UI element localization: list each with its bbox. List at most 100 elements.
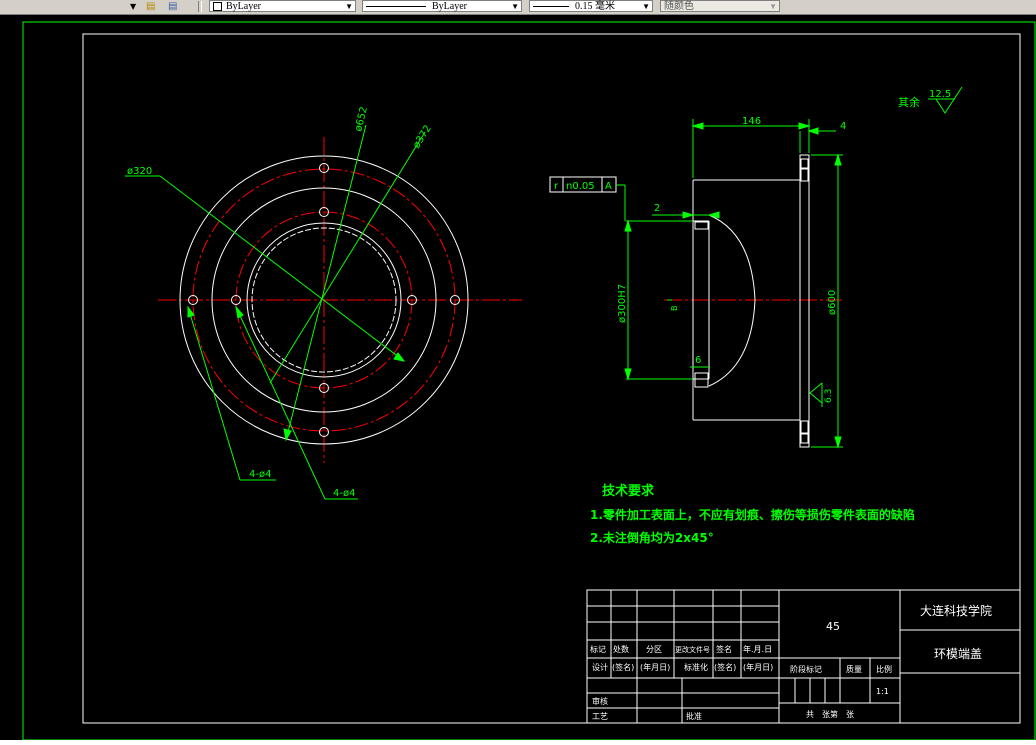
layer-color-value: ByLayer [226, 1, 261, 12]
dim-4: 4 [840, 121, 846, 132]
layer-color-combo[interactable]: ByLayer ▼ [209, 0, 356, 12]
roughness-note-prefix: 其余 [898, 95, 920, 109]
dim-146: 146 [742, 116, 761, 127]
tech-req-line2: 2.未注倒角均为2x45° [590, 530, 714, 545]
front-view: ø320 ø652 ø372 4-ø4 4-ø4 [125, 106, 522, 500]
tb-review: 审核 [592, 696, 608, 706]
flange-plate [799, 154, 810, 448]
tech-req-line1: 1.零件加工表面上，不应有划痕、擦伤等损伤零件表面的缺陷 [590, 507, 915, 522]
arrow-head [707, 211, 720, 219]
arrow-head [691, 122, 704, 130]
dim-holes-a: 4-ø4 [249, 469, 271, 480]
tb-header-zone: 分区 [646, 645, 662, 654]
hole [407, 295, 417, 305]
outer-circle [179, 155, 469, 445]
roughness-note-value: 12.5 [929, 89, 951, 100]
roughness-symbol-6-3 [809, 382, 823, 407]
tb-weight: 质量 [846, 664, 862, 674]
color-swatch-icon [213, 2, 222, 12]
tolerance-datum: A [605, 181, 612, 192]
leader-holes-a [187, 306, 241, 481]
hatch-box [800, 433, 809, 444]
title-block [586, 589, 1021, 724]
arrow-head [798, 122, 811, 130]
hole [319, 207, 329, 217]
dim-2: 2 [654, 203, 660, 214]
command-line[interactable] [0, 740, 1036, 745]
tolerance-symbol: r [554, 181, 559, 192]
tb-row-std: 标准化 [684, 662, 708, 672]
drawing-canvas[interactable]: ø320 ø652 ø372 4-ø4 4-ø4 [0, 15, 1036, 741]
plotstyle-value: 随颜色 [664, 1, 694, 12]
dim-d300h7: ø300H7 [617, 284, 628, 323]
lineweight-combo[interactable]: 0.15 毫米 ▼ [529, 0, 653, 12]
plotstyle-combo[interactable]: 随颜色 ▼ [660, 0, 780, 12]
dim-6: 6 [695, 355, 701, 366]
layer-states-icon[interactable]: ▤ [146, 1, 156, 12]
arrow-head [807, 127, 819, 135]
tb-row-date2: (年月日) [743, 662, 773, 672]
hole [319, 163, 329, 173]
step-circle [211, 187, 437, 413]
tb-approve: 批准 [686, 711, 702, 721]
hatch-box [800, 158, 809, 169]
tb-stage: 阶段标记 [790, 664, 822, 674]
chevron-down-icon[interactable]: ▼ [769, 2, 777, 11]
tb-sheets: 共 张第 张 [806, 709, 854, 719]
arrow-head [624, 219, 632, 232]
cad-drawing[interactable]: ø320 ø652 ø372 4-ø4 4-ø4 [0, 15, 1036, 741]
arrow-head [682, 211, 695, 219]
layer-previous-icon[interactable]: ▤ [168, 1, 178, 12]
tb-row-sign1: (签名) [612, 662, 634, 672]
tb-school: 大连科技学院 [920, 603, 992, 618]
tb-header-sign: 签名 [716, 644, 732, 654]
leader-holes-b [235, 306, 326, 500]
tech-req-title: 技术要求 [602, 483, 655, 499]
dim-d652: ø652 [353, 106, 370, 133]
arrow-head [187, 305, 195, 318]
tolerance-value: n0.05 [566, 181, 595, 192]
tb-header-date: 年.月.日 [743, 644, 772, 654]
dim-d372: ø372 [411, 123, 434, 150]
tb-part-name: 环模端盖 [934, 647, 982, 661]
arrow-head [834, 153, 842, 166]
chevron-down-icon[interactable]: ▼ [345, 2, 353, 11]
leader-d320-diag [159, 175, 405, 362]
hatch-box [800, 168, 809, 182]
properties-toolbar: ▼ ▤ ▤ ByLayer ▼ ByLayer ▼ 0.15 毫米 ▼ 随颜色 … [0, 0, 1036, 15]
hole [319, 427, 329, 437]
tb-header-count: 处数 [613, 644, 629, 654]
bore-circle-outer [246, 222, 402, 378]
bolt-circle-outer [192, 168, 456, 432]
hole [188, 295, 198, 305]
arrow-head [393, 352, 406, 362]
dim-d320: ø320 [127, 166, 152, 177]
chevron-down-icon[interactable]: ▼ [511, 2, 519, 11]
roughness-value-6-3: 6.3 [824, 389, 834, 403]
sheet-outer-border [22, 21, 1036, 741]
tb-row-sign2: (签名) [714, 662, 736, 672]
linetype-sample-line [366, 6, 426, 8]
arrow-head [624, 368, 632, 381]
toolbar-separator [198, 1, 202, 12]
leader-d652 [285, 124, 367, 441]
chevron-down-icon[interactable]: ▼ [642, 2, 650, 11]
tb-material: 45 [826, 620, 840, 633]
hatch-box [694, 372, 709, 388]
dropdown-arrow-icon[interactable]: ▼ [130, 2, 137, 11]
leader-d372 [269, 131, 426, 384]
tb-process: 工艺 [592, 712, 608, 721]
hole [450, 295, 460, 305]
linetype-combo[interactable]: ByLayer ▼ [362, 0, 522, 12]
arrow-head [283, 428, 292, 442]
arrow-head [235, 305, 244, 319]
hole [231, 295, 241, 305]
linetype-value: ByLayer [432, 1, 467, 12]
arrow-head [834, 436, 842, 449]
hatch-box [694, 221, 709, 230]
hole [319, 383, 329, 393]
bore-circle-inner [251, 227, 397, 373]
tb-row-design: 设计 [592, 662, 608, 672]
tb-row-date1: (年月日) [640, 662, 670, 672]
tb-header-docno: 更改文件号 [675, 645, 710, 654]
